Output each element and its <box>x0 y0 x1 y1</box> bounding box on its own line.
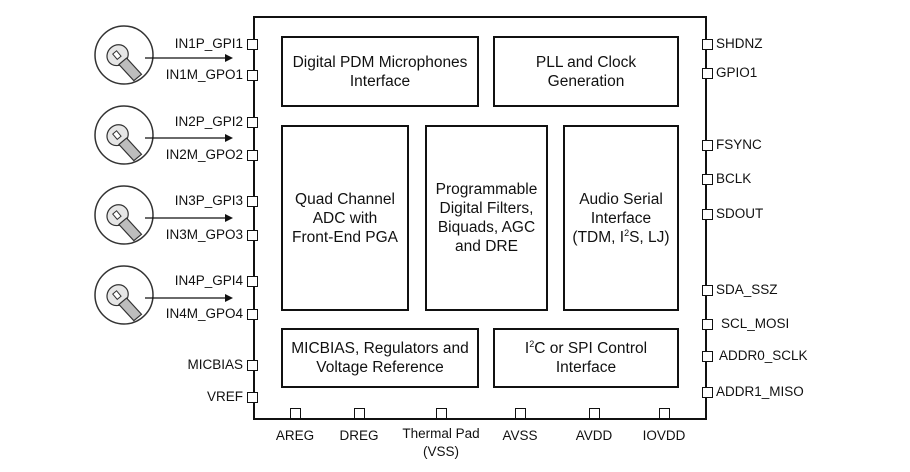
pin-label-vref: VREF <box>206 389 243 404</box>
mic-icon-4 <box>94 265 233 326</box>
pin-label-sda-ssz: SDA_SSZ <box>716 282 778 297</box>
pin-label-in2m: IN2M_GPO2 <box>165 147 243 162</box>
ctrl-label-b: C or SPI Control <box>534 340 648 357</box>
pin-label-thermal-pad: Thermal Pad (VSS) <box>402 426 480 459</box>
pin-left-7 <box>247 276 258 287</box>
pin-label-scl-mosi: SCL_MOSI <box>721 316 790 331</box>
pin-left-10 <box>247 392 258 403</box>
pin-right-5 <box>702 209 713 220</box>
pin-right-4 <box>702 174 713 185</box>
pin-label-fsync: FSYNC <box>716 137 762 152</box>
pin-label-sdout: SDOUT <box>716 206 764 221</box>
pin-left-2 <box>247 70 258 81</box>
pin-label-avdd: AVDD <box>575 428 613 443</box>
pin-left-1 <box>247 39 258 50</box>
pin-label-avss: AVSS <box>502 428 538 443</box>
asi-label-sup: 2 <box>624 227 630 238</box>
ctrl-label-line2: Interface <box>555 359 617 376</box>
asi-label-b: S, LJ) <box>629 228 670 246</box>
block-digital-filters: Programmable Digital Filters, Biquads, A… <box>425 125 548 311</box>
pin-bottom-4 <box>515 408 526 419</box>
mic-icon-1 <box>94 25 233 86</box>
pin-right-6 <box>702 285 713 296</box>
pin-label-micbias: MICBIAS <box>187 357 243 372</box>
pin-label-in3p: IN3P_GPI3 <box>174 193 243 208</box>
pin-right-9 <box>702 387 713 398</box>
pin-label-in2p: IN2P_GPI2 <box>174 114 243 129</box>
asi-label-a: (TDM, I <box>572 228 625 246</box>
mic-icon-2 <box>94 105 233 166</box>
pin-label-in4p: IN4P_GPI4 <box>174 273 243 288</box>
pin-bottom-3 <box>436 408 447 419</box>
pin-label-shdnz: SHDNZ <box>716 36 763 51</box>
pin-bottom-1 <box>290 408 301 419</box>
block-micbias-regulators: MICBIAS, Regulators and Voltage Referenc… <box>281 328 479 388</box>
pin-label-dreg: DREG <box>339 428 379 443</box>
block-adc: Quad Channel ADC with Front-End PGA <box>281 125 409 311</box>
pin-label-in4m: IN4M_GPO4 <box>165 306 243 321</box>
pin-label-iovdd: IOVDD <box>642 428 686 443</box>
pin-left-4 <box>247 150 258 161</box>
pin-right-2 <box>702 68 713 79</box>
pin-label-addr0-sclk: ADDR0_SCLK <box>719 348 808 363</box>
pin-label-in1p: IN1P_GPI1 <box>174 36 243 51</box>
pin-right-7 <box>702 319 713 330</box>
pin-label-gpio1: GPIO1 <box>716 65 758 80</box>
ctrl-label-a: I <box>524 340 530 357</box>
pin-label-bclk: BCLK <box>716 171 752 186</box>
asi-label-line1: Audio Serial Interface <box>579 190 663 227</box>
pin-left-3 <box>247 117 258 128</box>
pin-right-3 <box>702 140 713 151</box>
pin-bottom-6 <box>659 408 670 419</box>
mic-icon-3 <box>94 185 233 246</box>
pin-right-8 <box>702 351 713 362</box>
ctrl-label-sup: 2 <box>529 338 535 349</box>
pin-left-9 <box>247 360 258 371</box>
block-audio-serial-interface: Audio Serial Interface(TDM, I2S, LJ) <box>563 125 679 311</box>
pin-right-1 <box>702 39 713 50</box>
pin-label-addr1-miso: ADDR1_MISO <box>716 384 804 399</box>
pin-label-in3m: IN3M_GPO3 <box>165 227 243 242</box>
pin-left-5 <box>247 196 258 207</box>
block-pll-clock: PLL and Clock Generation <box>493 36 679 107</box>
block-pdm-interface: Digital PDM Microphones Interface <box>281 36 479 107</box>
pin-label-in1m: IN1M_GPO1 <box>165 67 243 82</box>
pin-left-6 <box>247 230 258 241</box>
pin-bottom-5 <box>589 408 600 419</box>
pin-left-8 <box>247 309 258 320</box>
pin-label-areg: AREG <box>275 428 315 443</box>
pin-bottom-2 <box>354 408 365 419</box>
